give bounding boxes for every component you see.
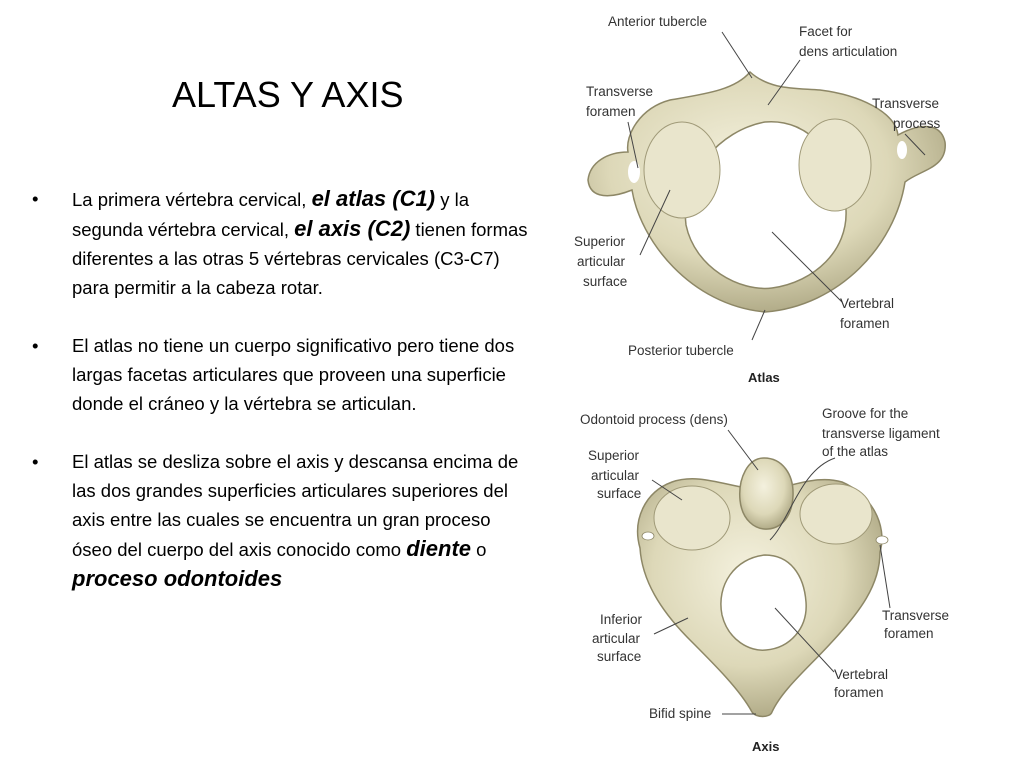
atlas-label-facet-2: dens articulation xyxy=(799,44,897,59)
atlas-superior-facet-left xyxy=(643,121,721,219)
axis-label-bifid-spine: Bifid spine xyxy=(649,706,711,721)
axis-label-transverse-2: foramen xyxy=(884,626,934,641)
atlas-transverse-foramen-left xyxy=(628,161,640,183)
bullet-item: La primera vértebra cervical, el atlas (… xyxy=(30,184,530,302)
atlas-label-posterior-tubercle: Posterior tubercle xyxy=(628,343,734,358)
atlas-transverse-foramen-right xyxy=(897,141,907,159)
slide-title: ALTAS Y AXIS xyxy=(172,74,404,115)
axis-label-inferior-3: surface xyxy=(597,649,641,664)
emphasized-term: el atlas (C1) xyxy=(311,186,436,211)
bullet-list: La primera vértebra cervical, el atlas (… xyxy=(30,184,530,594)
axis-label-superior-1: Superior xyxy=(588,448,640,463)
bullet-text: o xyxy=(471,539,487,560)
axis-label-superior-3: surface xyxy=(597,486,641,501)
bullet-text: El atlas no tiene un cuerpo significativ… xyxy=(72,335,515,414)
axis-label-superior-2: articular xyxy=(591,468,640,483)
axis-dens xyxy=(739,457,794,530)
axis-transverse-foramen-right xyxy=(875,535,889,545)
axis-superior-facet-left xyxy=(653,485,731,551)
axis-transverse-foramen-left xyxy=(641,531,655,541)
atlas-label-superior-3: surface xyxy=(583,274,627,289)
atlas-label-transverse-process-1: Transverse xyxy=(872,96,939,111)
axis-label-transverse-1: Transverse xyxy=(882,608,949,623)
atlas-figure: Anterior tubercle Facet for dens articul… xyxy=(574,14,946,385)
atlas-label-facet-1: Facet for xyxy=(799,24,853,39)
atlas-label-superior-1: Superior xyxy=(574,234,626,249)
atlas-label-transverse-process-2: process xyxy=(893,116,941,131)
bullet-item: El atlas se desliza sobre el axis y desc… xyxy=(30,447,530,594)
axis-label-vertebral-1: Vertebral xyxy=(834,667,888,682)
axis-caption: Axis xyxy=(752,739,779,754)
atlas-label-transverse-foramen-1: Transverse xyxy=(586,84,653,99)
emphasized-term: proceso odontoides xyxy=(72,566,283,591)
emphasized-term: el axis (C2) xyxy=(294,216,411,241)
bullet-text: El atlas se desliza sobre el axis y desc… xyxy=(72,451,519,560)
bullet-text: y la segunda vértebra cervical, xyxy=(72,189,469,240)
axis-label-groove-2: transverse ligament xyxy=(822,426,940,441)
atlas-label-anterior-tubercle: Anterior tubercle xyxy=(608,14,707,29)
axis-label-groove-1: Groove for the xyxy=(822,406,908,421)
atlas-caption: Atlas xyxy=(748,370,780,385)
bullet-item: El atlas no tiene un cuerpo significativ… xyxy=(30,331,530,418)
axis-label-inferior-2: articular xyxy=(592,631,641,646)
axis-label-vertebral-2: foramen xyxy=(834,685,884,700)
axis-label-inferior-1: Inferior xyxy=(600,612,643,627)
axis-figure: Odontoid process (dens) Groove for the t… xyxy=(580,406,949,754)
atlas-superior-facet-right xyxy=(798,118,872,212)
bullet-text: La primera vértebra cervical, xyxy=(72,189,312,210)
axis-superior-facet-right xyxy=(799,483,873,545)
atlas-label-vertebral-1: Vertebral xyxy=(840,296,894,311)
atlas-label-transverse-foramen-2: foramen xyxy=(586,104,636,119)
axis-label-odontoid: Odontoid process (dens) xyxy=(580,412,728,427)
bullet-text: tienen formas diferentes a las otras 5 v… xyxy=(72,219,528,298)
atlas-label-vertebral-2: foramen xyxy=(840,316,890,331)
emphasized-term: diente xyxy=(406,536,472,561)
atlas-label-superior-2: articular xyxy=(577,254,626,269)
axis-label-groove-3: of the atlas xyxy=(822,444,888,459)
